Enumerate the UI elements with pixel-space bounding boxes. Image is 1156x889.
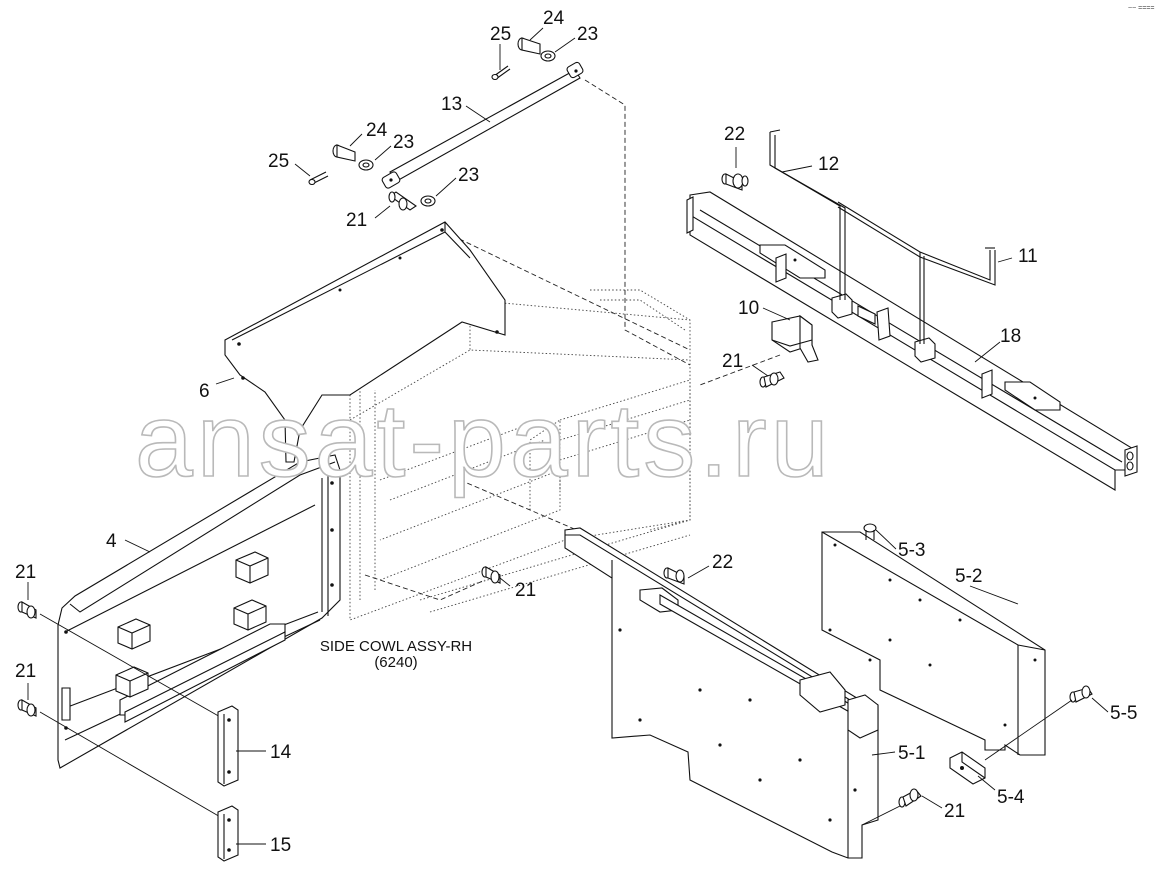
corner-mark: ~~ ==== [1128,5,1154,12]
rod-12 [769,129,846,300]
bolt-line-bottom-right [861,805,901,826]
label-5-4: 5-4 [997,787,1025,808]
bolt-line-5-5 [984,699,1073,761]
bolt-22-top [721,173,749,191]
pin-24-mid [332,144,356,162]
bolt-line-left-upper [39,613,223,719]
frame-18 [686,191,1138,491]
label-10: 10 [738,298,759,319]
bolt-22-bottom [663,567,685,585]
label-24-mid: 24 [366,120,388,141]
bracket-14 [217,705,239,787]
stay-rod-13 [381,61,584,189]
label-5-3: 5-3 [898,540,925,561]
washer-23-top [540,50,556,62]
panel-5-2 [821,531,1046,756]
label-5-5: 5-5 [1110,703,1137,724]
part-labels: 25 24 23 13 24 23 25 23 21 22 12 11 10 2… [15,8,1137,856]
label-25-mid: 25 [268,151,289,172]
clamp-10 [771,314,819,363]
label-23-mid: 23 [393,132,414,153]
bolt-21-left-upper [17,601,37,619]
caption-title: SIDE COWL ASSY-RH [320,638,472,655]
washer-23-mid [358,159,374,171]
assembly-lines [364,79,781,601]
split-pin-25-top [491,65,511,81]
label-18: 18 [1000,326,1021,347]
label-21-left-upper: 21 [15,562,36,583]
watermark: ansat-parts.ru [135,383,833,499]
right-cowl-5-1 [564,527,879,859]
label-24-top: 24 [543,8,565,29]
label-23-top: 23 [577,24,598,45]
pin-24-top [517,37,541,55]
label-6: 6 [199,381,210,402]
screw-5-3 [863,523,877,540]
label-15: 15 [270,835,291,856]
label-5-2: 5-2 [955,566,982,587]
label-21-left-lower: 21 [15,661,36,682]
bracket-5-4 [949,751,986,785]
label-23-low: 23 [458,165,479,186]
caption-code: (6240) [374,654,417,671]
label-25-top: 25 [490,24,511,45]
label-21-center: 21 [515,580,536,601]
bolt-21-center [481,566,501,584]
bolt-21-top [388,191,417,211]
label-22-top: 22 [724,124,745,145]
washer-23-low [420,195,436,207]
label-21-top: 21 [346,210,367,231]
label-11: 11 [1018,246,1038,267]
bolt-line-left-lower [39,711,223,819]
ghost-side-cowl-assy [349,289,691,621]
upper-cover-6 [224,221,506,463]
bolt-21-mid-right [759,371,785,388]
split-pin-25-mid [308,171,329,186]
rod-11 [837,201,996,344]
left-cowl-4 [57,454,341,769]
label-21-bottom-right: 21 [944,801,965,822]
bolt-5-5 [1069,685,1093,703]
caption: SIDE COWL ASSY-RH (6240) [320,638,472,671]
label-12: 12 [818,154,839,175]
label-22-bottom: 22 [712,552,733,573]
bolt-21-bottom-right [898,788,922,808]
bolt-21-left-lower [17,699,37,717]
label-21-mid-right: 21 [722,351,743,372]
leader-lines [27,27,1109,845]
label-4: 4 [106,531,117,552]
bracket-15 [217,805,239,862]
label-5-1: 5-1 [898,743,925,764]
label-13: 13 [441,94,462,115]
label-14: 14 [270,742,292,763]
